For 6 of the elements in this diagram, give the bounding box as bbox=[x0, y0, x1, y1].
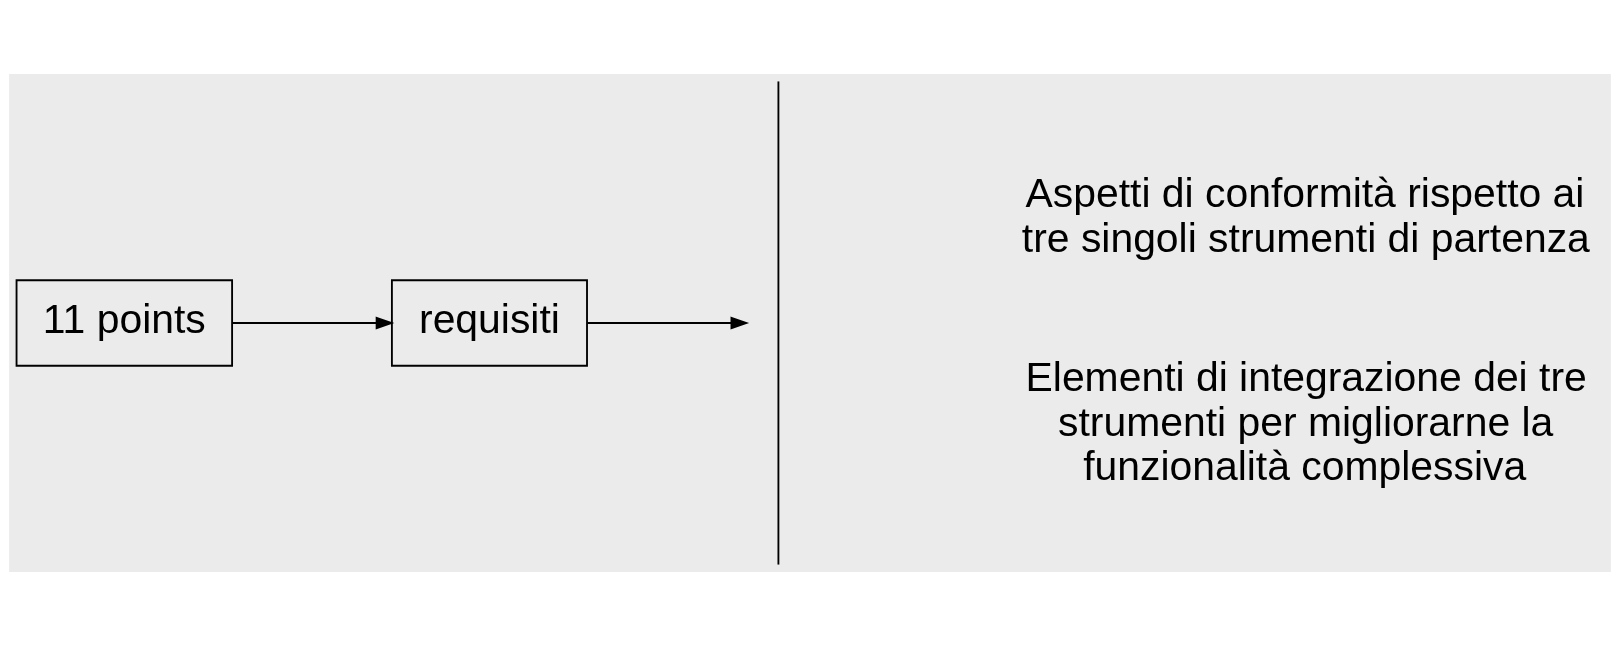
node-box: 11 points bbox=[15, 278, 234, 367]
arrow bbox=[586, 316, 750, 329]
node-box: requisiti bbox=[390, 278, 588, 367]
label: Aspetti di conformità rispetto ai tre singoli strumenti di partenza bbox=[1021, 169, 1590, 261]
arrow bbox=[231, 316, 395, 329]
label: Elementi di integrazione dei tre strumenti per migliorarne la funzionalità complessiva bbox=[1025, 353, 1587, 489]
